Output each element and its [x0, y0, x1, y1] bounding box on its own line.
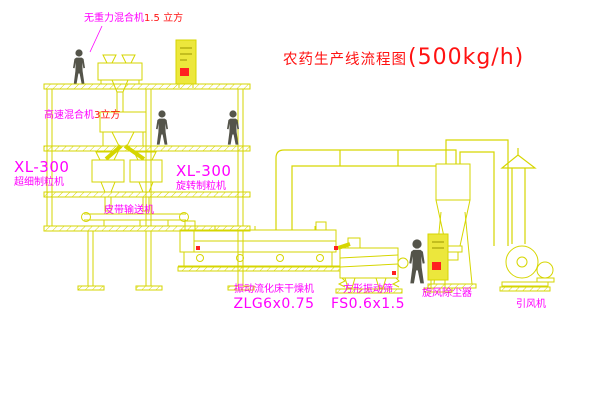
label-fan: 引风机	[516, 299, 546, 311]
label-dryer-name: 振动流化床干燥机	[234, 284, 314, 295]
red-markers	[196, 246, 396, 275]
worker-figure-4	[409, 239, 425, 284]
diagram-title: 农药生产线流程图 (500kg/h)	[283, 45, 524, 70]
label-granulator-left-model: XL-300	[14, 158, 70, 176]
granulator-left-machine	[91, 151, 125, 212]
exhaust-duct	[275, 149, 457, 230]
label-fan-name: 引风机	[516, 299, 546, 310]
cyclone-outlet-duct	[445, 139, 509, 246]
label-cyclone: 旋风除尘器	[422, 288, 472, 300]
label-granulator-right: XL-300 旋转制粒机	[176, 162, 231, 193]
label-leader-line	[89, 25, 103, 53]
title-text: 农药生产线流程图	[283, 52, 407, 68]
label-cyclone-name: 旋风除尘器	[422, 288, 472, 299]
label-top-mixer-spec: 1.5 立方	[144, 13, 184, 24]
label-granulator-left: XL-300 超细制粒机	[14, 158, 69, 189]
label-sieve-name: 方形振动筛	[343, 284, 393, 295]
label-dryer: 振动流化床干燥机 ZLG6x0.75	[212, 284, 336, 313]
square-sieve-machine	[335, 237, 409, 294]
exhaust-stack	[500, 148, 537, 244]
label-belt-conveyor: 皮带输送机	[104, 205, 154, 217]
label-high-speed-mixer-spec: 3立方	[94, 110, 121, 121]
title-capacity: (500kg/h)	[408, 45, 525, 70]
label-high-speed-mixer: 高速混合机3立方	[44, 110, 120, 122]
label-belt-conveyor-name: 皮带输送机	[104, 205, 154, 216]
label-granulator-right-model: XL-300	[176, 162, 232, 180]
worker-figure-1	[73, 49, 85, 84]
top-mixer-machine	[97, 54, 143, 113]
label-sieve-model: FS0.6x1.5	[330, 296, 405, 312]
induced-draft-fan-machine	[499, 245, 555, 292]
label-top-mixer-name: 无重力混合机	[84, 13, 144, 24]
belt-conveyor-machine	[81, 212, 196, 231]
label-granulator-right-name: 旋转制粒机	[176, 181, 226, 192]
label-dryer-model: ZLG6x0.75	[233, 296, 315, 312]
label-top-mixer: 无重力混合机1.5 立方	[84, 13, 183, 25]
control-panel-roof	[175, 39, 197, 88]
control-panel-ground	[423, 233, 453, 293]
worker-figure-3	[227, 110, 239, 145]
label-sieve: 方形振动筛 FS0.6x1.5	[330, 284, 406, 313]
worker-figure-2	[156, 110, 168, 145]
label-granulator-left-name: 超细制粒机	[14, 177, 64, 188]
label-high-speed-mixer-name: 高速混合机	[44, 110, 94, 121]
granulator-right-machine	[129, 151, 163, 212]
